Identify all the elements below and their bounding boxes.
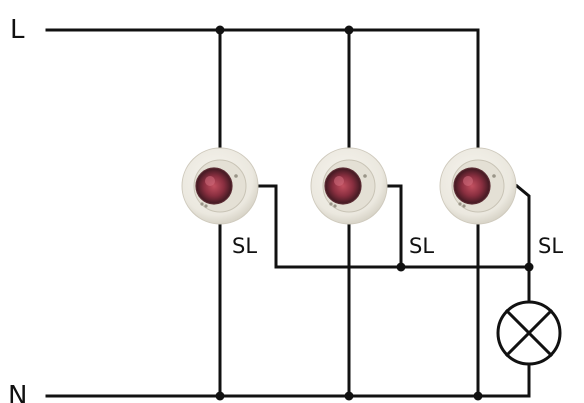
junction-node bbox=[396, 262, 406, 272]
motion-sensor-1 bbox=[181, 147, 259, 225]
live-label: L bbox=[10, 15, 25, 45]
sl-label-2: SL bbox=[409, 234, 434, 258]
junction-node bbox=[524, 262, 534, 272]
sl-label-1: SL bbox=[232, 234, 257, 258]
junction-node bbox=[344, 391, 354, 401]
junction-node bbox=[344, 25, 354, 35]
junction-node bbox=[473, 391, 483, 401]
motion-sensor-2 bbox=[310, 147, 388, 225]
sl-wire-3 bbox=[514, 183, 531, 304]
junction-node bbox=[215, 391, 225, 401]
lamp-symbol bbox=[496, 300, 562, 366]
neutral-label: N bbox=[8, 381, 27, 403]
sl-label-3: SL bbox=[538, 234, 563, 258]
motion-sensor-3 bbox=[439, 147, 517, 225]
sl-wire-2 bbox=[386, 184, 403, 269]
junction-node bbox=[215, 25, 225, 35]
